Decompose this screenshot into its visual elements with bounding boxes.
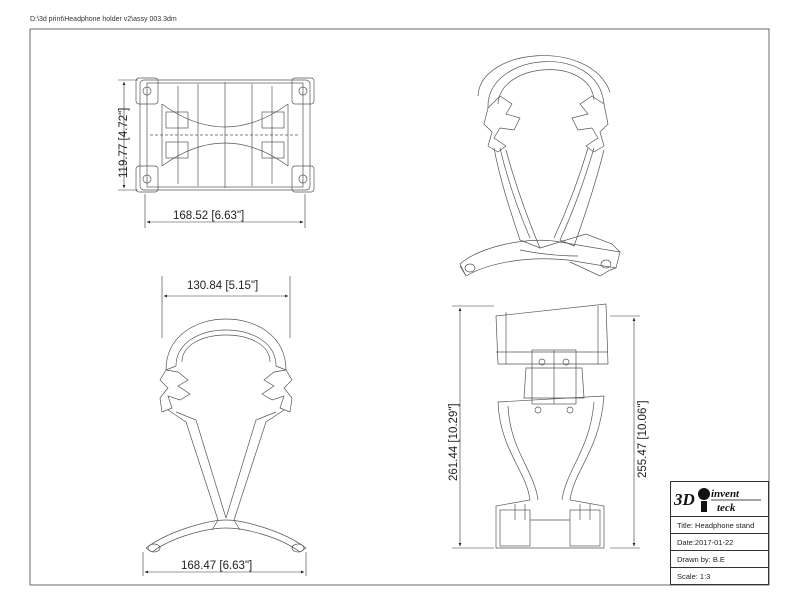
top-view bbox=[135, 77, 315, 193]
logo-main: 3D bbox=[673, 490, 695, 509]
dim-top-depth: 119.77 [4.72"] bbox=[118, 108, 130, 178]
side-view bbox=[495, 303, 609, 549]
isometric-view bbox=[459, 55, 621, 277]
drawn-by-row: Drawn by: B.E bbox=[671, 551, 768, 568]
dim-side-body-height: 255.47 [10.06"] bbox=[637, 400, 649, 478]
logo-word-invent: invent bbox=[711, 488, 740, 500]
company-logo: 3D invent teck bbox=[671, 482, 768, 517]
front-view-dimensions bbox=[142, 276, 307, 576]
top-view-dimensions bbox=[118, 79, 306, 228]
title-block: 3D invent teck Title: Headphone stand Da… bbox=[670, 481, 769, 585]
title-row: Title: Headphone stand bbox=[671, 517, 768, 534]
front-view bbox=[145, 318, 307, 553]
sheet-border bbox=[29, 28, 770, 586]
date-row: Date:2017-01-22 bbox=[671, 534, 768, 551]
scale-row: Scale: 1:3 bbox=[677, 572, 711, 581]
side-view-dimensions bbox=[452, 305, 640, 549]
dim-side-total-height: 261.44 [10.29"] bbox=[448, 403, 460, 481]
logo-word-teck: teck bbox=[717, 502, 736, 514]
dim-front-top-width: 130.84 [5.15"] bbox=[187, 280, 258, 292]
dim-top-width: 168.52 [6.63"] bbox=[173, 210, 244, 222]
dim-front-base-width: 168.47 [6.63"] bbox=[181, 560, 252, 572]
file-path: D:\3d print\Headphone holder v2\assy 003… bbox=[30, 16, 177, 23]
